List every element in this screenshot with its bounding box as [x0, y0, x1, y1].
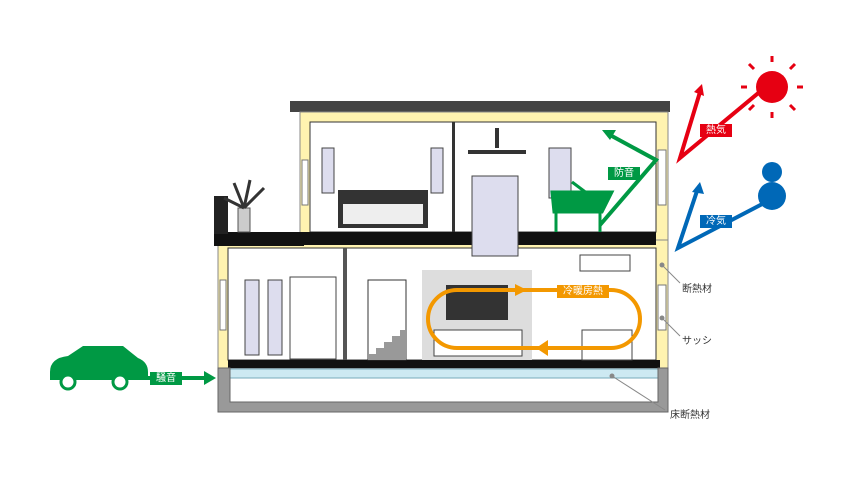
sun-icon — [756, 71, 788, 103]
grand-piano — [550, 180, 615, 232]
sash-label: サッシ — [682, 336, 712, 347]
sofa — [433, 329, 523, 357]
balcony-slab — [214, 234, 304, 246]
car-icon — [50, 346, 148, 380]
air-conditioner — [579, 254, 631, 272]
foundation — [217, 367, 669, 413]
balcony-wall — [214, 196, 228, 246]
aircon-label: 冷暖房熱 — [557, 285, 609, 298]
cold-label: 冷気 — [700, 215, 732, 228]
noise-label: 騒音 — [150, 372, 182, 385]
cold-arrow — [674, 187, 771, 253]
soundproof-label: 防音 — [608, 167, 640, 180]
soundproof-arrow — [598, 133, 660, 227]
snowman-icon — [758, 162, 786, 210]
insulation-label: 断熱材 — [682, 284, 712, 295]
interior-windows — [244, 147, 572, 356]
lower-divider-wall — [343, 248, 347, 360]
ground-floor-slab — [228, 360, 660, 368]
aircon-circulation-arrow — [426, 288, 642, 350]
leader-lines — [611, 264, 681, 411]
floor-insulation — [227, 368, 659, 379]
upper-floor-slab — [228, 232, 656, 245]
heat-label: 熱気 — [700, 124, 732, 137]
upper-divider-wall — [452, 122, 455, 232]
roof — [290, 101, 670, 112]
floor-insulation-label: 床断熱材 — [670, 410, 710, 421]
side-windows — [219, 149, 667, 331]
potted-plant — [237, 207, 251, 233]
heat-arrow — [676, 83, 770, 164]
sun-rays — [741, 56, 803, 118]
ceiling-fan — [468, 128, 526, 154]
front-door — [289, 276, 337, 360]
